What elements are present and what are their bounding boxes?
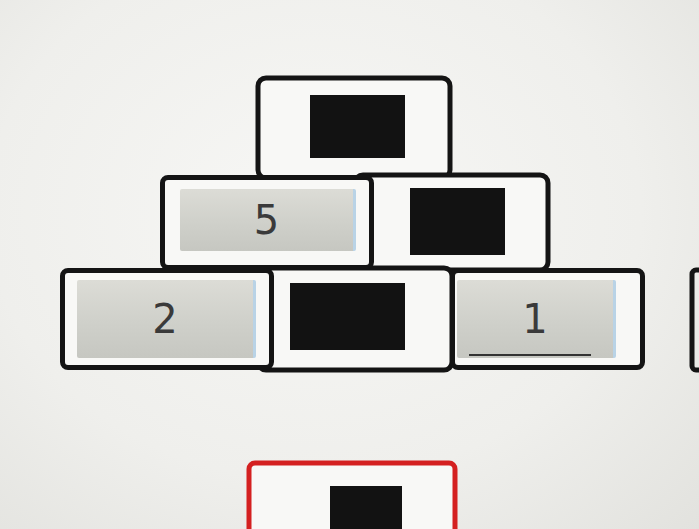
partial-cell <box>692 270 699 370</box>
velcro-square <box>310 95 405 158</box>
velcro-square <box>290 283 405 350</box>
number-card: 1 <box>457 280 616 358</box>
velcro-square <box>410 188 505 255</box>
number-card: 5 <box>180 189 356 251</box>
empty-cell <box>355 175 548 270</box>
empty-cell <box>258 268 452 370</box>
pyramid-cell: 2 <box>60 268 274 370</box>
velcro-square <box>330 486 402 529</box>
card-underline <box>469 354 591 356</box>
answer-box <box>249 463 455 529</box>
empty-cell <box>258 78 450 178</box>
number-card: 2 <box>77 280 256 358</box>
pyramid-cell: 1 <box>450 268 645 370</box>
pyramid-cell: 5 <box>160 175 374 270</box>
